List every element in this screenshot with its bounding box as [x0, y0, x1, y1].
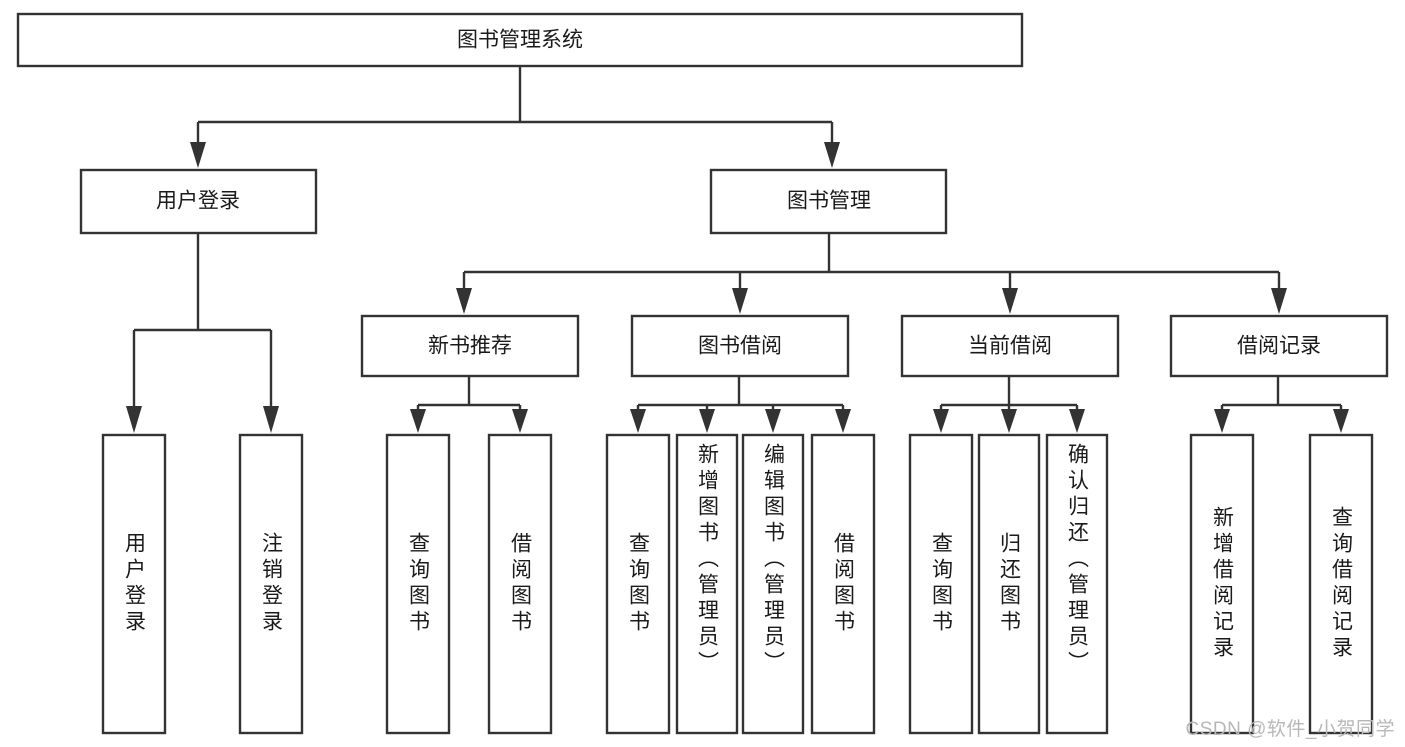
arrow-head-icon — [732, 288, 748, 314]
arrow-head-icon — [512, 409, 528, 433]
arrow-head-icon — [824, 142, 840, 168]
node-leaf-newbook-borrow[interactable] — [487, 433, 553, 735]
arrow-head-icon — [1271, 288, 1287, 314]
node-book-management-label: 图书管理 — [787, 190, 871, 213]
arrow-head-icon — [126, 406, 142, 433]
node-leaf-currentborrow-query[interactable] — [908, 433, 974, 735]
arrow-head-icon — [1069, 409, 1085, 433]
arrow-head-icon — [835, 409, 851, 433]
node-borrow-record[interactable]: 借阅记录 — [1169, 314, 1389, 378]
node-leaf-user-login-logout[interactable] — [238, 433, 304, 735]
node-leaf-borrowrecord-query[interactable] — [1308, 433, 1374, 735]
arrow-head-icon — [765, 409, 781, 433]
node-leaf-bookborrow-add[interactable] — [675, 433, 739, 735]
connector-bookborrow-to-leaves — [630, 376, 851, 433]
node-book-borrow-label: 图书借阅 — [698, 335, 782, 358]
node-user-login-label: 用户登录 — [156, 190, 240, 213]
node-leaf-currentborrow-return[interactable] — [977, 433, 1041, 735]
arrow-head-icon — [1002, 288, 1018, 314]
connector-bookmgmt-to-level3 — [456, 233, 1287, 314]
arrow-head-icon — [1333, 409, 1349, 433]
node-new-book-recommend-label: 新书推荐 — [428, 335, 512, 358]
connector-userlogin-to-leaves — [126, 233, 279, 433]
node-current-borrow[interactable]: 当前借阅 — [900, 314, 1120, 378]
node-leaf-currentborrow-confirm[interactable] — [1045, 433, 1109, 735]
node-leaf-borrowrecord-add[interactable] — [1189, 433, 1255, 735]
connector-newbook-to-leaves — [410, 376, 528, 433]
arrow-head-icon — [1214, 409, 1230, 433]
arrow-head-icon — [263, 406, 279, 433]
arrow-head-icon — [699, 409, 715, 433]
node-leaf-bookborrow-borrow[interactable] — [810, 433, 876, 735]
node-user-login[interactable]: 用户登录 — [79, 168, 318, 235]
node-root-label: 图书管理系统 — [457, 29, 583, 52]
node-leaf-bookborrow-edit[interactable] — [741, 433, 805, 735]
node-leaf-newbook-query[interactable] — [385, 433, 451, 735]
node-borrow-record-label: 借阅记录 — [1237, 335, 1321, 358]
node-leaf-user-login-login[interactable] — [101, 433, 167, 735]
arrow-head-icon — [456, 288, 472, 314]
arrow-head-icon — [933, 409, 949, 433]
node-book-borrow[interactable]: 图书借阅 — [630, 314, 850, 378]
node-new-book-recommend[interactable]: 新书推荐 — [360, 314, 580, 378]
connector-borrowrecord-to-leaves — [1214, 376, 1349, 433]
node-book-management[interactable]: 图书管理 — [709, 168, 948, 235]
node-current-borrow-label: 当前借阅 — [968, 335, 1052, 358]
node-root[interactable]: 图书管理系统 — [16, 12, 1024, 68]
arrow-head-icon — [410, 409, 426, 433]
node-leaf-bookborrow-query[interactable] — [605, 433, 671, 735]
arrow-head-icon — [190, 142, 206, 168]
connector-root-to-level2 — [190, 67, 840, 168]
connector-currentborrow-to-leaves — [933, 376, 1085, 433]
watermark-text: CSDN @软件_小贺同学 — [1185, 719, 1395, 740]
arrow-head-icon — [1001, 409, 1017, 433]
arrow-head-icon — [630, 409, 646, 433]
